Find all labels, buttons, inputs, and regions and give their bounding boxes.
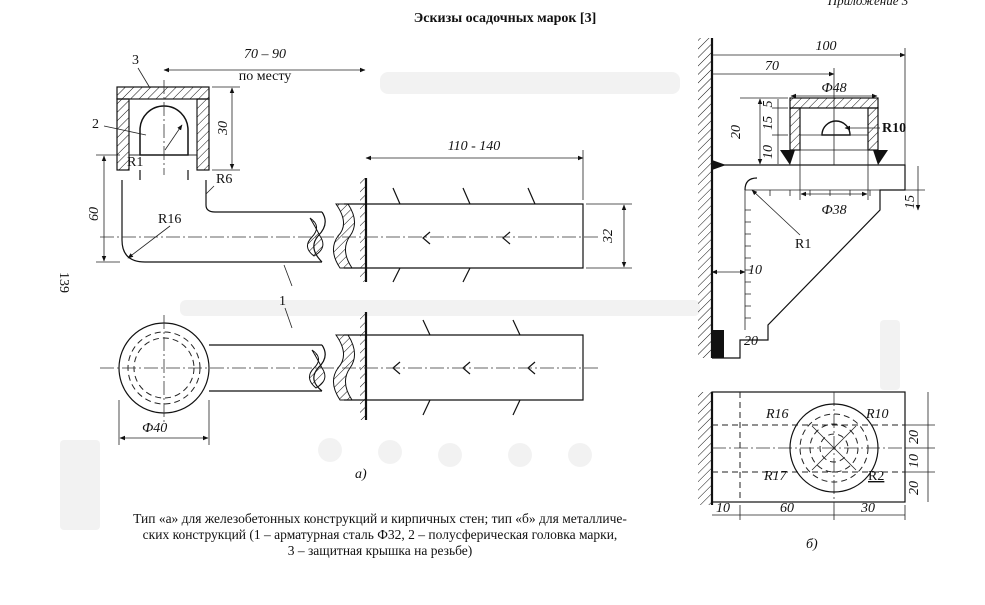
figure-caption: Тип «а» для железобетонных конструкций и…: [85, 511, 675, 559]
dim-b-b60: 60: [780, 501, 794, 516]
dim-head-diameter: Ф40: [142, 421, 167, 436]
callout-cap: 3: [132, 53, 139, 68]
dim-b-v15b: 15: [903, 195, 918, 209]
page-title: Эскизы осадочных марок [3]: [414, 11, 597, 26]
dim-b-foot: 20: [744, 334, 758, 349]
dim-b-width-100: 100: [816, 39, 837, 54]
dim-b-b30: 30: [860, 501, 875, 516]
figure-a-label: а): [355, 467, 367, 482]
dim-b-v20: 20: [729, 125, 744, 139]
dim-b-phi38: Ф38: [821, 203, 846, 218]
dim-b-v15: 15: [761, 116, 776, 130]
dim-b-s20a: 20: [907, 430, 922, 444]
bracket: [712, 164, 906, 359]
dim-embed-depth: 110 - 140: [448, 139, 501, 154]
appendix-label: Приложение 3: [827, 0, 909, 8]
b-plan-outer-circle: [789, 403, 879, 493]
dim-r1: R1: [127, 155, 143, 170]
dim-b-thickness: 10: [748, 263, 762, 278]
dim-b-s10: 10: [907, 454, 922, 468]
b-plan-plate: [711, 391, 906, 503]
figure-b: 100 70 Ф48 20 5 15 10 R10 Ф38 15 R1 10 2…: [698, 38, 935, 552]
dim-b-r10b: R10: [865, 407, 889, 422]
bleed-through-ghost: [60, 72, 900, 530]
dim-b-s20b: 20: [907, 481, 922, 495]
dim-b-v10: 10: [761, 145, 776, 159]
dim-b-r17: R17: [763, 469, 788, 484]
dim-b-b10: 10: [716, 501, 730, 516]
rebar-stem: [139, 170, 189, 180]
dim-b-width-70: 70: [765, 59, 779, 74]
callout-head: 2: [92, 117, 99, 132]
dim-length: 70 – 90: [244, 47, 286, 62]
caption-line-2: ских конструкций (1 – арматурная сталь Ф…: [142, 527, 618, 542]
dim-length-note: по месту: [239, 69, 292, 84]
dim-height-60: 60: [87, 207, 102, 221]
page-number: 139: [56, 272, 71, 293]
bracket-ticks: [745, 190, 871, 319]
dim-bar-diameter: 32: [601, 229, 616, 244]
dim-b-phi48: Ф48: [821, 81, 846, 96]
caption-line-3: 3 – защитная крышка на резьбе): [287, 543, 473, 558]
dim-r16: R16: [158, 212, 181, 227]
figure-b-label: б): [806, 537, 818, 552]
figure-a: 70 – 90 по месту 30 3 2 R1 R6 R16 60 110…: [87, 47, 632, 482]
dim-r6: R6: [216, 172, 232, 187]
dim-b-r2: R2: [868, 469, 884, 484]
dim-b-r1: R1: [795, 237, 811, 252]
callout-bar: 1: [279, 294, 286, 309]
dim-b-r16: R16: [765, 407, 789, 422]
wall-section: [698, 38, 712, 358]
caption-line-1: Тип «а» для железобетонных конструкций и…: [133, 511, 627, 526]
rebar-bar: [121, 180, 322, 263]
dim-b-r10: R10: [882, 121, 906, 136]
dim-b-v5: 5: [761, 101, 776, 108]
dim-cap-height: 30: [216, 121, 231, 136]
